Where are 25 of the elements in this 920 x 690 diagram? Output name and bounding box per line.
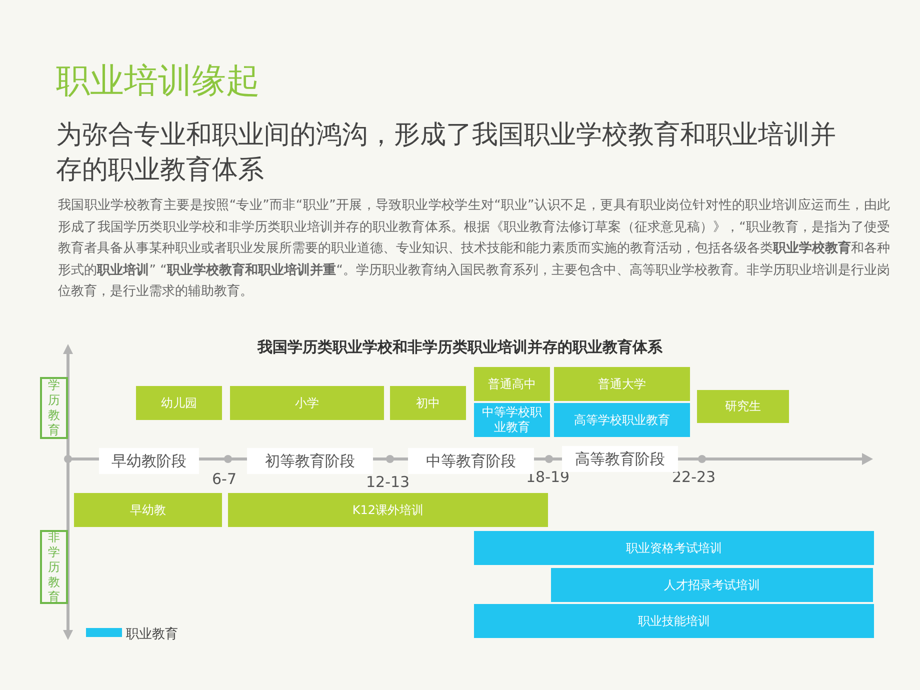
age-label: 6-7 <box>212 470 236 488</box>
stage-bar: 高等学校职业教育 <box>554 403 690 437</box>
stage-name: 中等教育阶段 <box>408 448 534 474</box>
subtitle: 为弥合专业和职业间的鸿沟，形成了我国职业学校教育和职业培训并存的职业教育体系 <box>56 119 837 187</box>
page-title: 职业培训缘起 <box>56 60 261 102</box>
stage-name: 初等教育阶段 <box>247 448 373 474</box>
training-bar: 人才招录考试培训 <box>551 568 873 602</box>
training-bar: 早幼教 <box>74 493 222 527</box>
stage-bar: 幼儿园 <box>136 386 222 420</box>
category-label: 学历教育 <box>40 377 68 439</box>
chart-title: 我国学历类职业学校和非学历类职业培训并存的职业教育体系 <box>256 338 664 358</box>
training-bar: 职业资格考试培训 <box>474 531 874 565</box>
stage-name: 早幼教阶段 <box>99 448 199 474</box>
body-paragraph: 我国职业学校教育主要是按照“专业”而非“职业”开展，导致职业学校学生对“职业”认识不足，更具有职业岗位针对性的职业培训应运而生，由此形成了我国学历类职业学校和非学历类职业培训并存的职业教育体系。根据《职业教育法修订草案（征求意见稿）》，“职业教育，是指为了使受教育者具备从事某种职业或者职业发展所需要的职业道德、专业知识、技术技能和能力素质而实施的教育活动，包括各级各类职业学校教育和各种形式的职业培训” “职业学校教育和职业培训并重“。学历职业教育纳入国民教育系列，主要包含中、高等职业学校教育。非学历职业培训是行业岗位教育，是行业需求的辅助教育。 <box>58 196 890 301</box>
legend-label: 职业教育 <box>126 626 178 643</box>
stage-bar: 普通高中 <box>474 367 550 401</box>
stage-bar: 普通大学 <box>554 367 690 401</box>
stage-bar: 小学 <box>230 386 384 420</box>
stage-name: 高等教育阶段 <box>562 446 678 472</box>
age-label: 12-13 <box>366 473 410 491</box>
stage-bar: 中等学校职业教育 <box>474 403 550 437</box>
training-bar: K12课外培训 <box>228 493 548 527</box>
training-bar: 职业技能培训 <box>474 604 874 638</box>
stage-bar: 研究生 <box>697 390 789 423</box>
stage-bar: 初中 <box>390 386 466 420</box>
